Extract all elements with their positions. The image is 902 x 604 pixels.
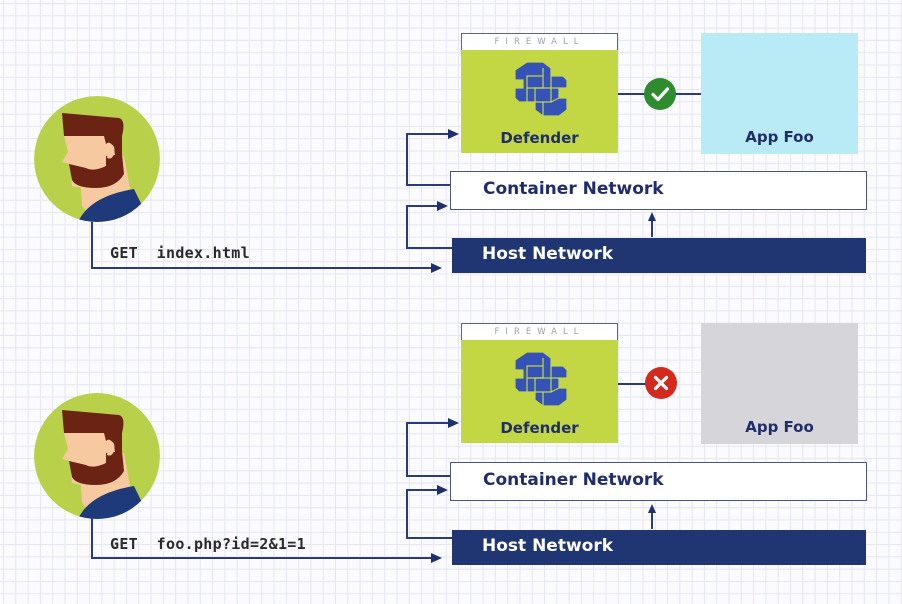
arrow-right-icon [431, 263, 442, 273]
request-wire [91, 222, 93, 268]
check-icon [651, 87, 670, 102]
connector-wire [406, 133, 408, 186]
http-request-text: GET foo.php?id=2&1=1 [110, 535, 306, 553]
x-icon [653, 375, 669, 391]
connector-wire [406, 247, 452, 249]
arrow-right-icon [448, 418, 459, 428]
container-network: Container Network [450, 462, 867, 501]
request-wire [91, 517, 93, 559]
defender-box: Defender [461, 50, 618, 153]
connector-wire [651, 220, 653, 237]
arrow-up-icon [648, 212, 656, 221]
host-network-label: Host Network [482, 244, 614, 264]
request-wire [91, 267, 432, 269]
defender-label: Defender [500, 419, 579, 437]
connector-wire [406, 489, 438, 491]
arrow-right-icon [448, 129, 459, 139]
app-box: App Foo [701, 323, 858, 444]
connector-wire [618, 383, 648, 385]
scenario-allowed: GET index.html FIREWALL Defender App Foo… [0, 0, 902, 300]
arrow-up-icon [648, 504, 656, 513]
connector-wire [406, 184, 450, 186]
connector-wire [651, 512, 653, 529]
firewall-label: FIREWALL [461, 33, 618, 50]
http-request-text: GET index.html [110, 244, 250, 262]
container-network: Container Network [450, 171, 867, 210]
connector-wire [406, 422, 449, 424]
connector-wire [406, 475, 450, 477]
app-label: App Foo [745, 418, 814, 436]
connector-wire [406, 537, 452, 539]
arrow-right-icon [431, 553, 442, 563]
request-wire [91, 557, 432, 559]
container-network-label: Container Network [483, 470, 664, 490]
status-blocked [645, 367, 677, 399]
firewall-label: FIREWALL [461, 323, 618, 340]
host-network: Host Network [452, 530, 866, 565]
defender-logo-icon [507, 348, 571, 412]
connector-wire [406, 133, 449, 135]
app-box: App Foo [701, 33, 858, 154]
connector-wire [406, 489, 408, 539]
connector-wire [406, 205, 408, 249]
defender-box: Defender [461, 340, 618, 443]
container-network-label: Container Network [483, 179, 664, 199]
host-network-label: Host Network [482, 536, 614, 556]
connector-wire [406, 422, 408, 477]
user-avatar [34, 393, 160, 519]
app-label: App Foo [745, 128, 814, 146]
connector-wire [406, 205, 438, 207]
host-network: Host Network [452, 238, 866, 273]
status-allowed [644, 78, 676, 110]
arrow-right-icon [437, 485, 448, 495]
defender-label: Defender [500, 129, 579, 147]
arrow-right-icon [437, 201, 448, 211]
scenario-blocked: GET foo.php?id=2&1=1 FIREWALL Defender A… [0, 0, 902, 565]
